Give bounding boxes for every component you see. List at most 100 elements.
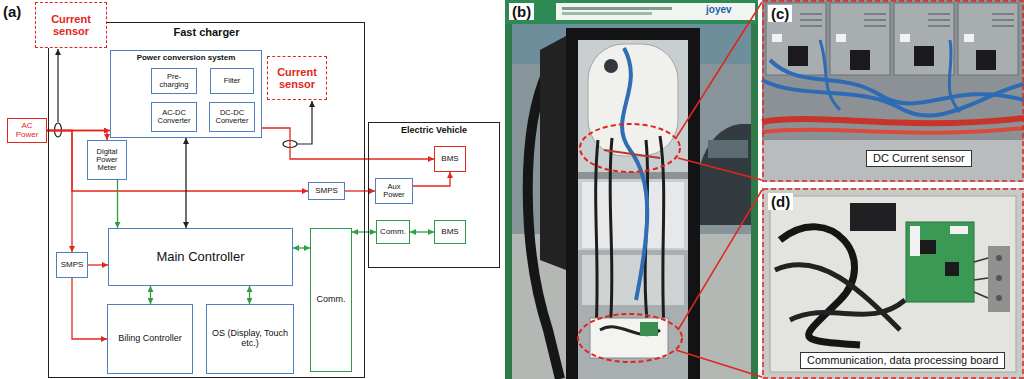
sensor-photo xyxy=(914,46,934,66)
sensor-leader xyxy=(55,123,62,137)
sensor-photo xyxy=(836,34,846,42)
connector xyxy=(150,286,151,304)
block-box: BMS xyxy=(434,146,466,172)
sensor-photo xyxy=(763,1,1023,181)
sensor-leader xyxy=(55,49,313,148)
charger-photo xyxy=(708,140,748,158)
block-box: OS (Display, Touch etc.) xyxy=(206,304,294,374)
group-title: Electric Vehicle xyxy=(369,126,499,136)
board-photo xyxy=(996,255,1002,261)
block-box: BMS xyxy=(434,220,466,244)
box-label: Aux Power xyxy=(378,183,410,200)
charger-photo xyxy=(556,3,755,20)
box-label: AC-DC Converter xyxy=(154,109,194,126)
box-label: Main Controller xyxy=(156,250,244,264)
charger-photo xyxy=(505,0,762,379)
sensor-photo xyxy=(800,14,1014,26)
board-photo xyxy=(945,262,959,276)
charger-photo xyxy=(588,44,678,156)
charger-photo xyxy=(580,124,680,172)
charger-photo xyxy=(640,322,658,336)
panel-letter: (d) xyxy=(768,193,793,210)
sensor-photo xyxy=(976,50,996,70)
sensor-photo xyxy=(772,34,782,42)
connector xyxy=(47,131,308,192)
board-photo xyxy=(996,275,1002,281)
block-box: Comm. xyxy=(310,228,352,372)
group-box: Fast chargerPower conversion systemPre-c… xyxy=(48,22,365,378)
sensor-leader xyxy=(283,141,297,148)
sensor-photo xyxy=(762,128,1024,133)
box-label: SMPS xyxy=(61,261,84,270)
connector xyxy=(410,231,434,232)
charger-photo xyxy=(562,12,652,15)
board-photo xyxy=(762,188,1024,379)
sensor-photo xyxy=(762,0,1024,182)
box-label: BMS xyxy=(441,155,458,164)
block-box: SMPS xyxy=(308,182,345,200)
connector xyxy=(117,180,118,228)
box-label: Current sensor xyxy=(38,13,104,37)
connector xyxy=(352,231,376,232)
charger-photo xyxy=(578,40,688,379)
board-photo xyxy=(790,300,905,320)
box-label: Comm. xyxy=(317,295,346,305)
box-label: Comm. xyxy=(380,228,406,237)
charger-photo xyxy=(678,158,762,180)
sensor-photo xyxy=(820,40,840,110)
board-photo xyxy=(910,226,920,256)
charger-photo xyxy=(596,140,598,330)
box-label: Digital Power Meter xyxy=(90,148,124,173)
panel-letter: (b) xyxy=(509,3,534,20)
board-photo xyxy=(950,226,968,234)
block-box: Filter xyxy=(210,68,254,94)
box-label: Pre-charging xyxy=(154,73,194,90)
photo-caption: DC Current sensor xyxy=(866,150,972,167)
box-label: AC Power xyxy=(10,122,44,140)
connector xyxy=(413,172,450,186)
connector xyxy=(185,138,186,228)
board-photo xyxy=(974,258,988,298)
block-box: Aux Power xyxy=(375,178,413,204)
connector xyxy=(293,247,310,248)
connector xyxy=(72,278,107,339)
sensor-leader xyxy=(297,101,312,144)
panel-letter: (c) xyxy=(768,5,792,22)
connector xyxy=(345,190,375,191)
box-label: Filter xyxy=(224,77,241,85)
connector xyxy=(47,131,107,141)
board-photo xyxy=(762,188,1024,379)
box-label: Current sensor xyxy=(270,66,324,90)
box-label: Biling Controller xyxy=(118,334,182,344)
board-photo xyxy=(763,189,1023,378)
block-box: AC-DC Converter xyxy=(151,102,197,132)
charger-photo xyxy=(604,150,660,158)
group-box: Power conversion systemPre-chargingFilte… xyxy=(110,50,262,138)
connector xyxy=(88,264,108,265)
charger-photo xyxy=(678,190,762,330)
block-box: Current sensor xyxy=(267,56,327,100)
sensor-photo xyxy=(762,80,1024,116)
charger-photo xyxy=(540,36,566,270)
charger-photo xyxy=(505,0,758,24)
sensor-photo xyxy=(949,40,960,112)
connector xyxy=(47,130,110,131)
charger-photo xyxy=(676,2,762,138)
charger-photo xyxy=(676,350,762,377)
charger-photo xyxy=(578,314,682,362)
board-photo xyxy=(918,240,936,254)
block-box: Digital Power Meter xyxy=(87,140,127,180)
charger-photo xyxy=(562,7,672,10)
charger-photo xyxy=(505,0,758,379)
sensor-leader xyxy=(57,49,58,122)
block-box: Biling Controller xyxy=(107,304,193,374)
board-photo xyxy=(770,196,1016,372)
charger-photo xyxy=(505,24,512,379)
sensor-photo xyxy=(964,34,974,42)
block-box: AC Power xyxy=(7,118,47,143)
board-photo xyxy=(996,295,1002,301)
connector xyxy=(249,286,250,304)
box-label: OS (Display, Touch etc.) xyxy=(209,329,291,349)
board-photo xyxy=(906,222,974,302)
